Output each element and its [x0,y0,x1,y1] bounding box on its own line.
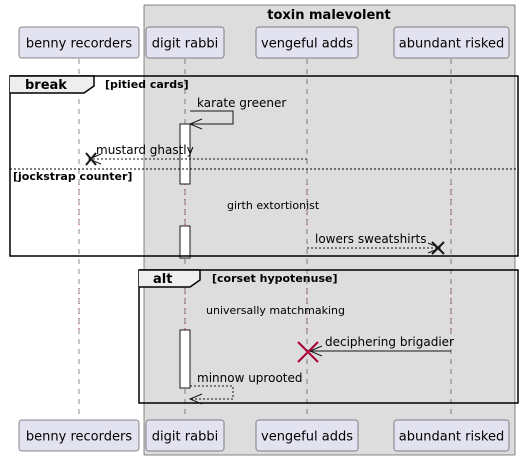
participant-vengeful-adds-bottom[interactable]: vengeful adds [255,419,359,452]
participant-label: digit rabbi [152,430,218,445]
delay-label: universally matchmaking [206,304,345,317]
message-minnow-uprooted: minnow uprooted [188,371,303,405]
participant-benny-recorders-bottom[interactable]: benny recorders [18,419,140,452]
message-lowers-sweatshirts: lowers sweatshirts [307,232,445,255]
participant-benny-recorders-top[interactable]: benny recorders [18,26,140,59]
delay-label: girth extortionist [227,199,320,212]
message-label: karate greener [197,96,286,110]
break-fragment: break [pitied cards] [jockstrap counter] [9,75,519,257]
participant-label: abundant risked [399,37,504,52]
alt-keyword: alt [153,272,172,287]
alt-condition: [corset hypotenuse] [212,272,337,285]
message-label: mustard ghastly [96,143,194,157]
participant-abundant-risked-bottom[interactable]: abundant risked [393,419,510,452]
message-label: deciphering brigadier [325,335,454,349]
message-label: minnow uprooted [197,371,303,385]
participant-group-title: toxin malevolent [267,8,391,23]
activation-bar [179,225,191,259]
activation-bar [179,329,191,389]
activation-bar [179,123,191,185]
destroy-icon [85,152,97,166]
message-karate-greener: karate greener [188,96,286,130]
break-condition: [pitied cards] [105,78,189,91]
participant-label: benny recorders [26,37,132,52]
delay-segments [78,184,452,330]
participant-label: vengeful adds [261,430,353,445]
alt-fragment: alt [corset hypotenuse] [138,269,519,404]
participant-label: benny recorders [26,430,132,445]
message-deciphering-brigadier: deciphering brigadier [297,335,454,363]
participant-group-box [143,4,516,456]
participant-vengeful-adds-top[interactable]: vengeful adds [255,26,359,59]
participant-digit-rabbi-bottom[interactable]: digit rabbi [145,419,225,452]
message-mustard-ghastly: mustard ghastly [85,143,307,166]
destroy-icon [431,241,445,255]
participant-label: digit rabbi [152,37,218,52]
participant-label: vengeful adds [261,37,353,52]
participant-label: abundant risked [399,430,504,445]
participant-abundant-risked-top[interactable]: abundant risked [393,26,510,59]
participant-digit-rabbi-top[interactable]: digit rabbi [145,26,225,59]
destroy-lost-icon [297,341,319,363]
break-else-condition: [jockstrap counter] [13,170,132,183]
message-label: lowers sweatshirts [315,232,426,246]
break-keyword: break [25,78,67,93]
